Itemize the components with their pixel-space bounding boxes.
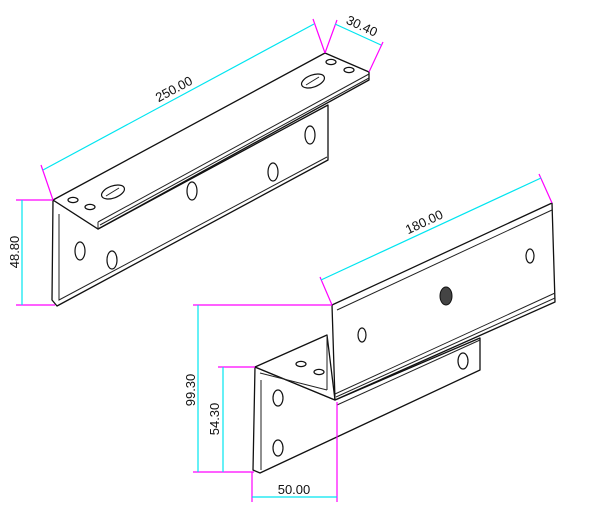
mount-hole (74, 241, 86, 261)
dimension-label-48-80: 48.80 (7, 236, 22, 269)
mount-hole (525, 248, 535, 264)
dimension-line-180 (320, 177, 542, 281)
mount-hole (267, 162, 279, 182)
mount-hole (186, 181, 198, 201)
dimension-label-54-30: 54.30 (207, 403, 222, 436)
dimension-label-30-40: 30.40 (344, 12, 380, 39)
mount-hole (357, 327, 367, 343)
dimension-label-99-30: 99.30 (183, 374, 198, 407)
threaded-hole (439, 286, 453, 306)
bottom-z-bracket: 180.00 99.30 54.30 50.00 (183, 173, 556, 502)
dimension-line-30-40 (334, 23, 382, 46)
mount-hole (272, 439, 284, 457)
mount-hole (457, 352, 469, 370)
bottom-bracket-middle-flange (254, 334, 336, 401)
bottom-bracket-holes (272, 248, 535, 457)
top-l-bracket: 250.00 30.40 48.80 (7, 12, 384, 307)
small-hole (343, 66, 355, 74)
top-bracket-holes (67, 58, 355, 270)
small-hole (295, 360, 307, 368)
dimension-label-50: 50.00 (278, 482, 311, 497)
small-hole (325, 58, 337, 66)
dimension-line-250 (42, 23, 315, 171)
mount-hole (304, 125, 316, 145)
mount-hole (272, 389, 284, 407)
small-hole (84, 203, 96, 211)
dimension-label-250: 250.00 (153, 73, 195, 105)
top-bracket-flange (52, 52, 370, 230)
small-hole (67, 196, 79, 204)
mount-hole (106, 250, 118, 270)
small-hole (313, 368, 325, 376)
